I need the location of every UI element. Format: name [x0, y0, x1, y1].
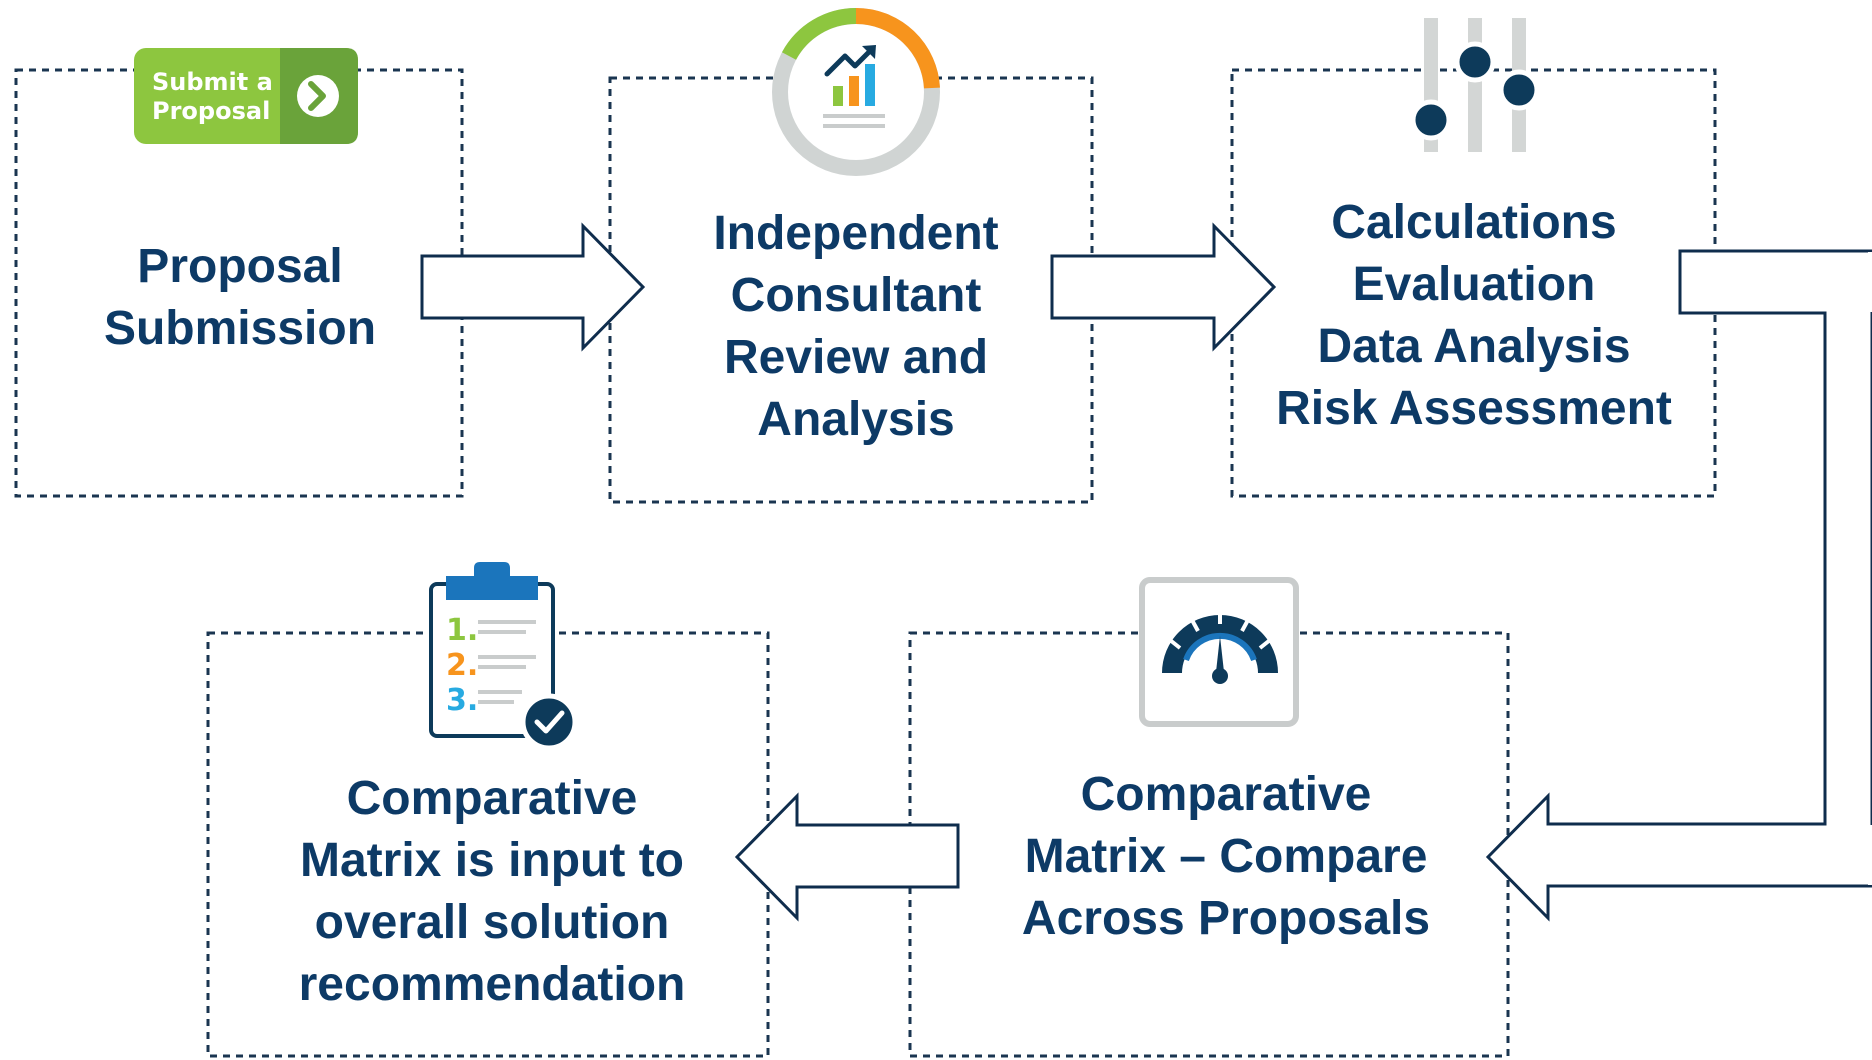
badge-text-line: Proposal [152, 97, 270, 125]
step-label-line: Independent [713, 207, 998, 260]
step-label-line: Comparative [1081, 768, 1372, 821]
flow-arrow-3-elbow [1485, 249, 1872, 922]
flow-arrow-2 [1050, 222, 1277, 352]
step-label-line: Evaluation [1353, 258, 1596, 311]
step-label-line: Matrix – Compare [1025, 830, 1428, 883]
step-label-line: overall solution [315, 896, 670, 949]
step-label-proposal-submission: Proposal Submission [104, 240, 376, 355]
chart-progress-icon [772, 7, 940, 176]
flow-arrow-1 [420, 222, 646, 352]
step-label-line: Across Proposals [1022, 892, 1430, 945]
step-label-calculations: Calculations Evaluation Data Analysis Ri… [1276, 196, 1672, 435]
step-label-line: Matrix is input to [300, 834, 684, 887]
step-label-line: Consultant [731, 269, 982, 322]
step-label-matrix-input: Comparative Matrix is input to overall s… [299, 772, 686, 1011]
step-label-line: Risk Assessment [1276, 382, 1672, 435]
step-label-line: Calculations [1331, 196, 1616, 249]
step-label-compare-proposals: Comparative Matrix – Compare Across Prop… [1022, 768, 1430, 945]
checklist-number: 2. [446, 648, 478, 683]
gauge-icon [1139, 577, 1299, 727]
step-label-line: Submission [104, 302, 376, 355]
step-label-line: Analysis [757, 393, 954, 446]
step-label-consultant-review: Independent Consultant Review and Analys… [713, 207, 998, 446]
step-label-line: Proposal [137, 240, 342, 293]
check-icon [534, 710, 565, 734]
step-label-line: recommendation [299, 958, 686, 1011]
flow-arrow-4 [734, 792, 960, 922]
checklist-number: 3. [446, 683, 478, 718]
submit-proposal-badge-icon: Submit a Proposal [134, 48, 358, 144]
clipboard-checklist-icon: 1. 2. 3. [429, 562, 578, 751]
badge-text-line: Submit a [152, 68, 273, 96]
sliders-icon [1410, 18, 1540, 152]
step-label-line: Comparative [347, 772, 638, 825]
step-label-line: Review and [724, 331, 988, 384]
chevron-right-icon [308, 81, 326, 111]
step-label-line: Data Analysis [1317, 320, 1630, 373]
checklist-number: 1. [446, 613, 478, 648]
